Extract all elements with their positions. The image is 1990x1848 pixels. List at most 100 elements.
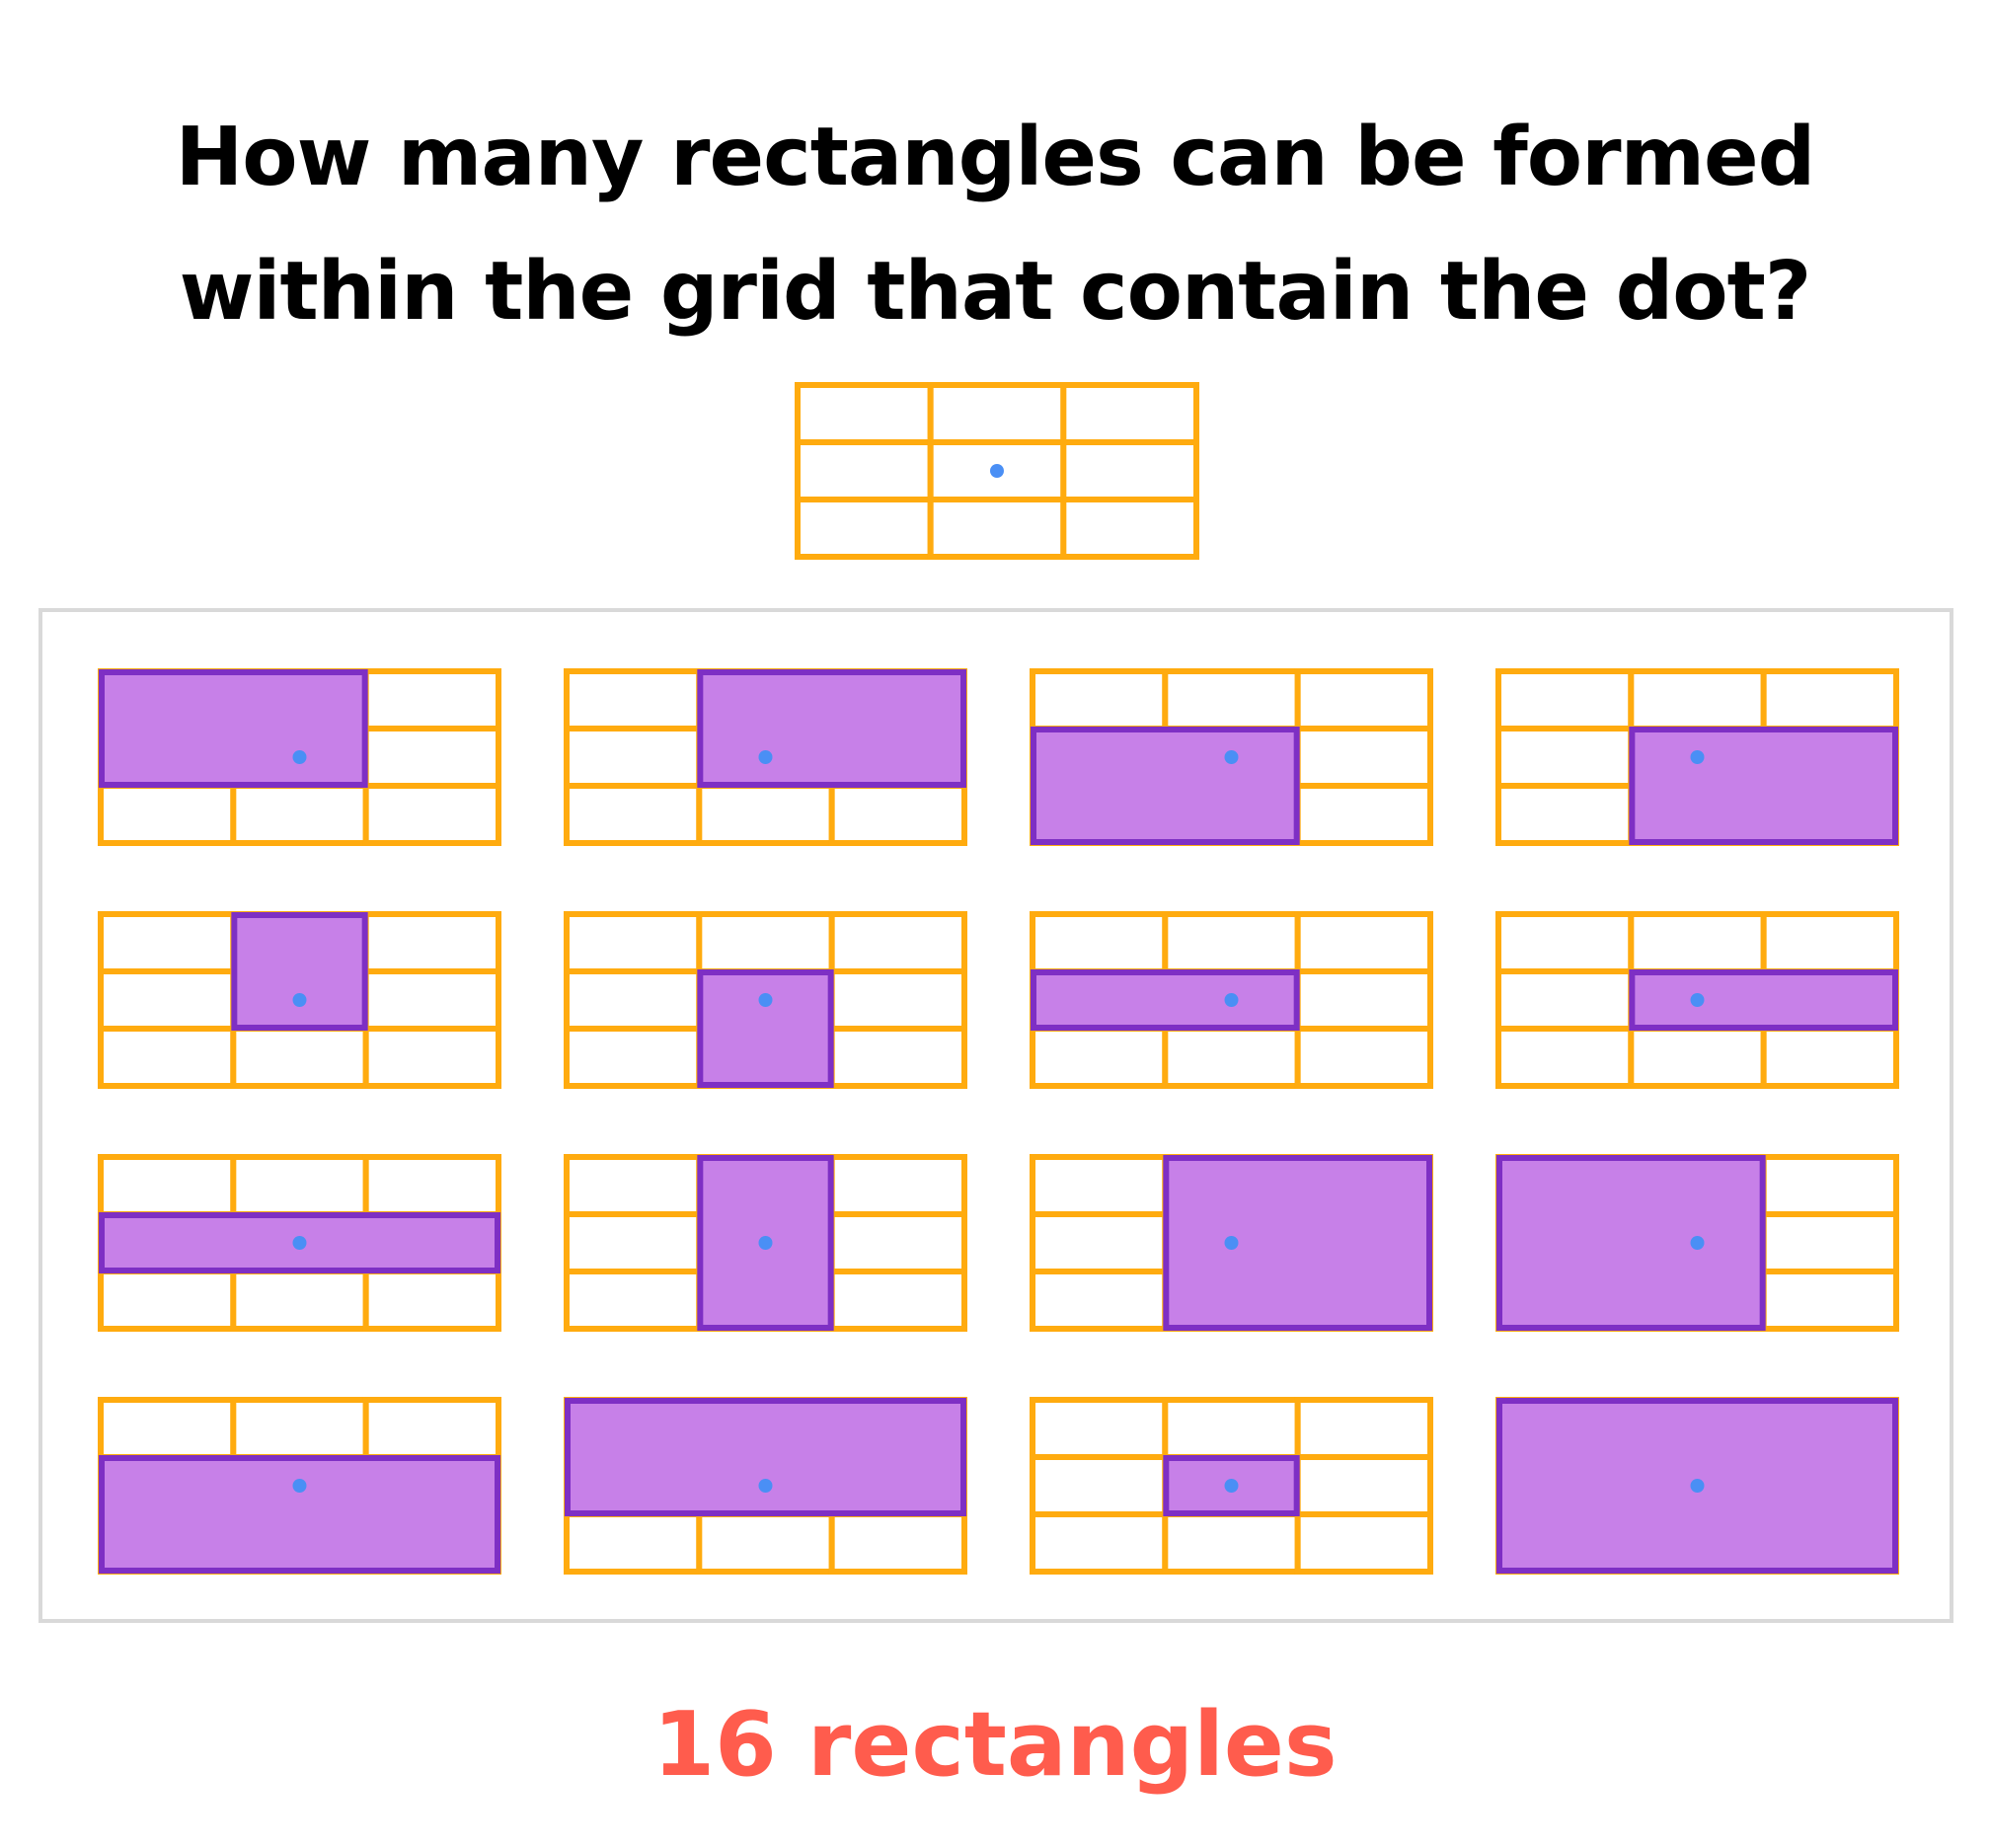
grid-cell xyxy=(98,911,237,974)
grid-cell xyxy=(564,726,703,789)
grid-cell xyxy=(696,1511,835,1575)
grid-cell xyxy=(828,1269,968,1332)
grid-cell xyxy=(230,1026,369,1089)
highlighted-rectangle xyxy=(1496,1155,1766,1331)
grid-cell xyxy=(1294,1454,1433,1517)
dot-marker xyxy=(292,1479,307,1493)
answer-text: 16 rectangles xyxy=(652,1693,1338,1797)
grid-cell xyxy=(795,439,934,502)
highlighted-rectangle xyxy=(99,669,368,788)
grid-cell xyxy=(1294,783,1433,846)
dot-marker xyxy=(758,1236,773,1250)
dot-marker xyxy=(758,750,773,764)
grid-cell xyxy=(362,968,501,1032)
grid-cell xyxy=(564,911,703,974)
grid-cell xyxy=(1162,1397,1301,1460)
dot-marker xyxy=(758,993,773,1007)
grid-cell xyxy=(564,783,703,846)
highlighted-rectangle xyxy=(1629,727,1899,845)
example-grid-8 xyxy=(1495,911,1899,1089)
reference-grid-group xyxy=(795,382,1200,560)
dot-marker xyxy=(758,1479,773,1493)
grid-cell xyxy=(1628,668,1767,732)
grid-cell xyxy=(1162,911,1301,974)
highlighted-rectangle xyxy=(565,1398,966,1516)
grid-cell xyxy=(828,1026,968,1089)
grid-cell xyxy=(1495,968,1635,1032)
grid-cell xyxy=(230,1269,369,1332)
highlighted-rectangle xyxy=(99,1212,500,1273)
highlighted-rectangle xyxy=(1629,969,1899,1031)
highlighted-rectangle xyxy=(1031,969,1300,1031)
grid-cell xyxy=(1030,1454,1169,1517)
highlighted-rectangle xyxy=(99,1455,500,1574)
highlighted-rectangle xyxy=(1496,1398,1898,1574)
dot-marker xyxy=(990,464,1004,478)
grid-cell xyxy=(1030,1026,1169,1089)
dot-marker xyxy=(1690,1236,1705,1250)
grid-cell xyxy=(795,382,934,445)
question-line-1: How many rectangles can be formed xyxy=(175,111,1816,204)
grid-cell xyxy=(1162,1511,1301,1575)
grid-cell xyxy=(1294,668,1433,732)
grid-cell xyxy=(98,1026,237,1089)
grid-cell xyxy=(1760,911,1899,974)
grid-cell xyxy=(1060,382,1200,445)
grid-cell xyxy=(1495,1026,1635,1089)
grid-cell xyxy=(1030,1511,1169,1575)
question-title: How many rectangles can be formed within… xyxy=(0,91,1990,359)
example-grid-14 xyxy=(564,1397,968,1575)
example-grid-1 xyxy=(98,668,501,846)
grid-cell xyxy=(1030,1269,1169,1332)
grid-cell xyxy=(1294,1397,1433,1460)
example-grid-11 xyxy=(1030,1154,1433,1332)
grid-cell xyxy=(1760,1211,1899,1274)
grid-cell xyxy=(828,1154,968,1217)
grid-cell xyxy=(362,1026,501,1089)
grid-cell xyxy=(564,1154,703,1217)
example-grid-6 xyxy=(564,911,968,1089)
grid-cell xyxy=(828,911,968,974)
dot-marker xyxy=(292,1236,307,1250)
grid-cell xyxy=(98,968,237,1032)
example-grid-13 xyxy=(98,1397,501,1575)
dot-marker xyxy=(1690,750,1705,764)
grid-cell xyxy=(564,1211,703,1274)
grid-cell xyxy=(927,497,1067,560)
grid-cell xyxy=(98,783,237,846)
example-grid-16 xyxy=(1495,1397,1899,1575)
grid-cell xyxy=(362,1397,501,1460)
grid-cell xyxy=(362,911,501,974)
grid-cell xyxy=(1162,1026,1301,1089)
grid-cell xyxy=(98,1397,237,1460)
example-grid-4 xyxy=(1495,668,1899,846)
grid-cell xyxy=(696,783,835,846)
highlighted-rectangle xyxy=(231,912,368,1031)
grid-cell xyxy=(1495,668,1635,732)
grid-cell xyxy=(828,1211,968,1274)
reference-grid xyxy=(795,382,1200,560)
grid-cell xyxy=(1760,1269,1899,1332)
grid-cell xyxy=(98,1269,237,1332)
grid-cell xyxy=(98,1154,237,1217)
question-line-2: within the grid that contain the dot? xyxy=(179,245,1812,339)
grid-cell xyxy=(1495,911,1635,974)
highlighted-rectangle xyxy=(697,969,834,1088)
grid-cell xyxy=(1030,911,1169,974)
grid-cell xyxy=(927,382,1067,445)
examples-grid xyxy=(98,668,1899,1575)
grid-cell xyxy=(230,1397,369,1460)
highlighted-rectangle xyxy=(697,669,966,788)
grid-cell xyxy=(230,1154,369,1217)
dot-marker xyxy=(292,750,307,764)
grid-cell xyxy=(1030,1397,1169,1460)
examples-panel xyxy=(38,608,1953,1623)
highlighted-rectangle xyxy=(1163,1155,1433,1331)
grid-cell xyxy=(1294,968,1433,1032)
grid-cell xyxy=(1060,439,1200,502)
grid-cell xyxy=(1294,1026,1433,1089)
grid-cell xyxy=(564,1511,703,1575)
dot-marker xyxy=(1224,750,1239,764)
grid-cell xyxy=(362,726,501,789)
example-grid-3 xyxy=(1030,668,1433,846)
